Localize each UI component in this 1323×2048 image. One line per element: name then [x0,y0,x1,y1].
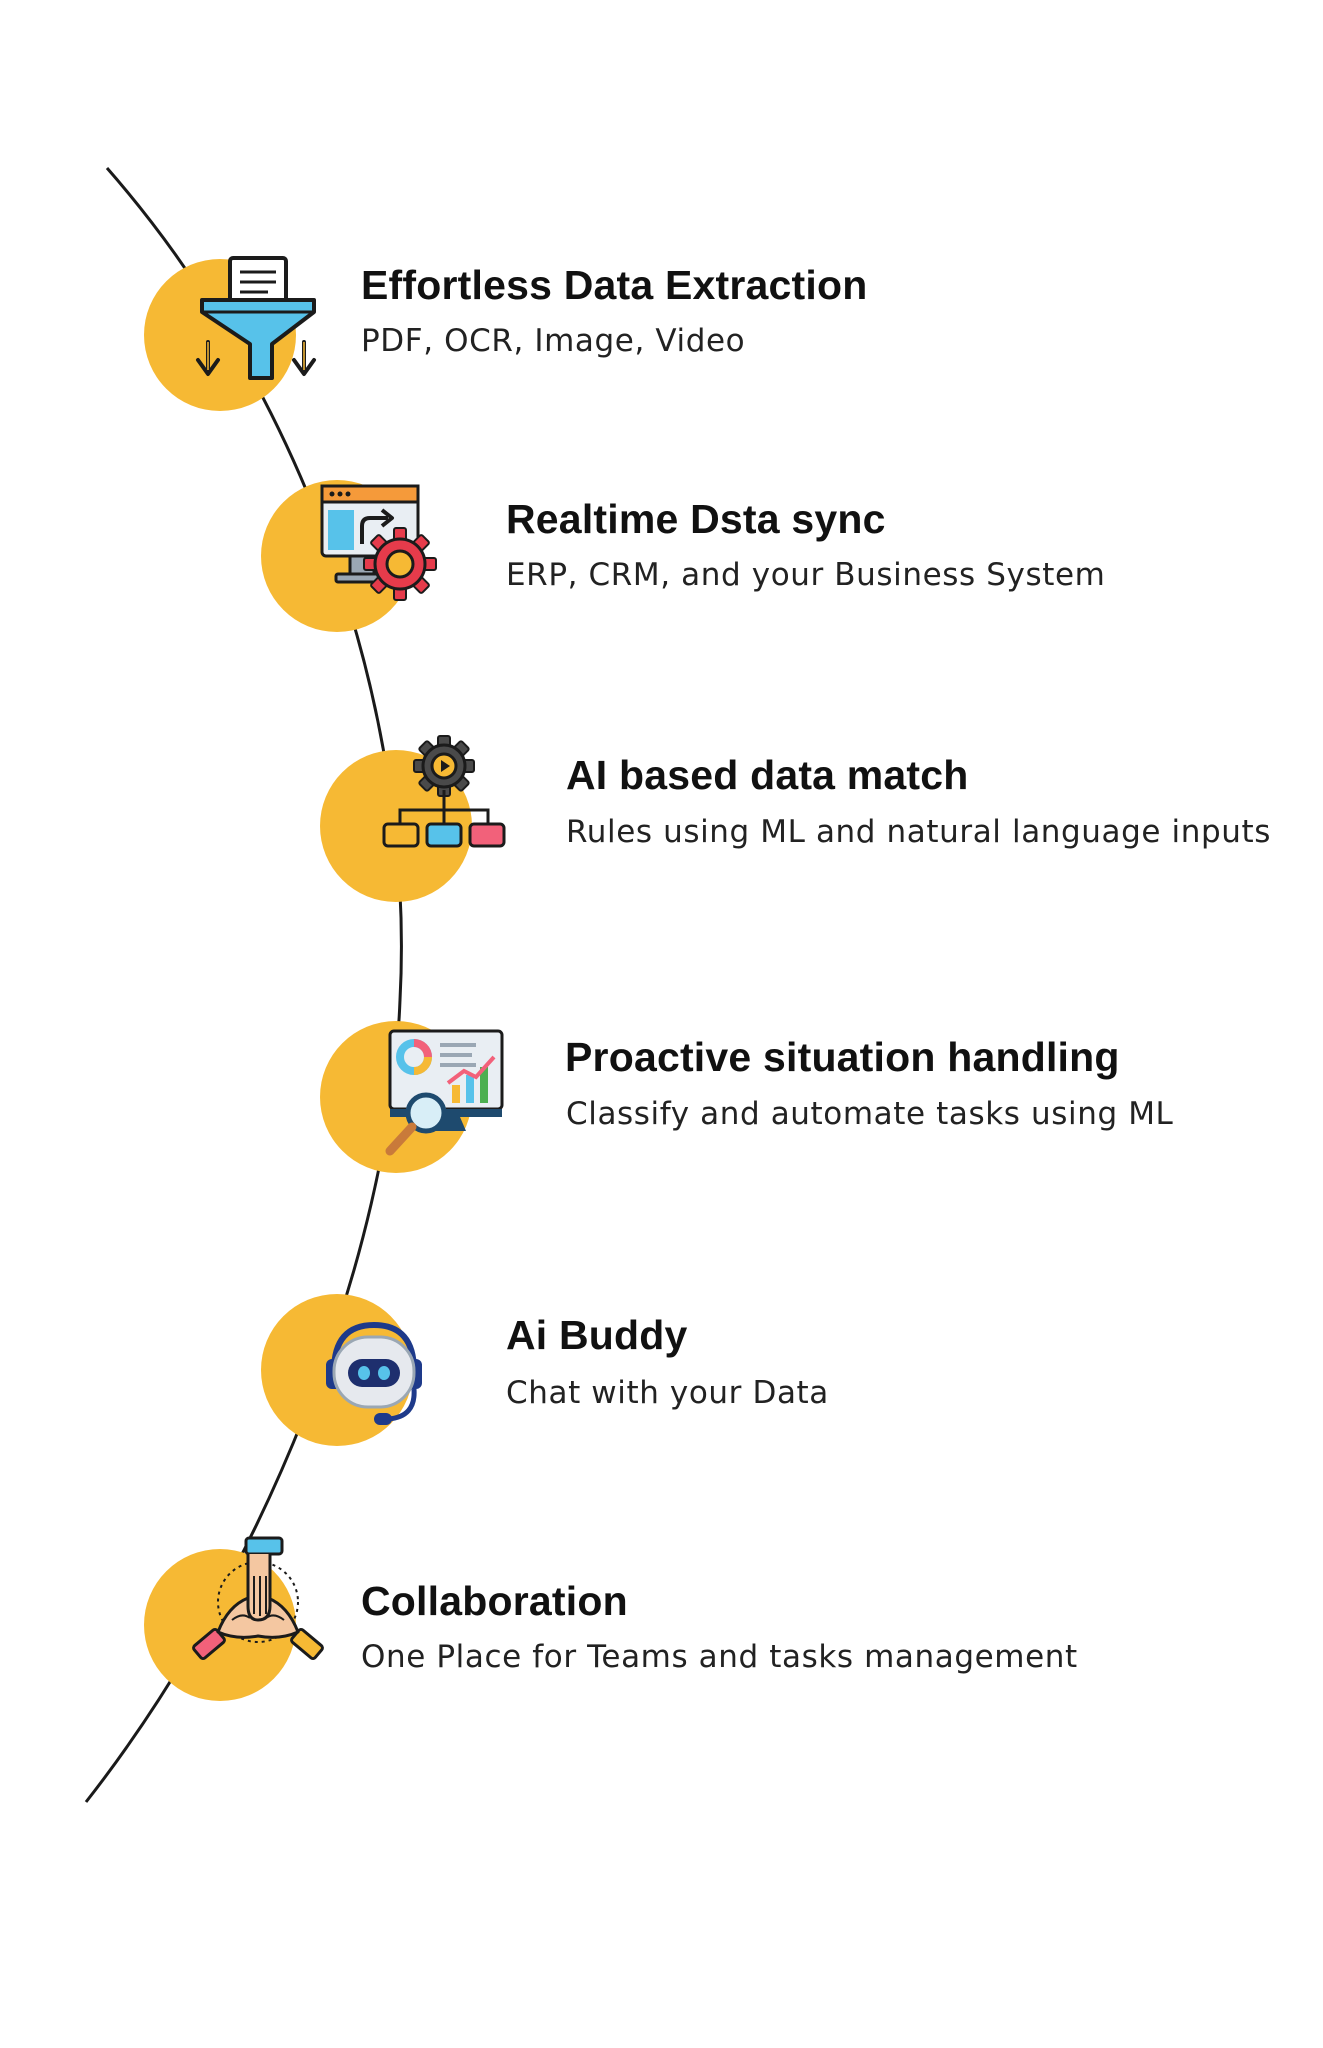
analytics-magnifier-icon [385,1029,504,1156]
feature-title: Ai Buddy [506,1312,688,1358]
feature-subtitle: Classify and automate tasks using ML [566,1096,1174,1132]
gear-hierarchy-icon [382,735,506,848]
feature-title: Effortless Data Extraction [361,262,868,308]
team-hands-icon [192,1536,324,1661]
feature-title: Collaboration [361,1578,628,1624]
feature-subtitle: PDF, OCR, Image, Video [361,323,746,359]
feature-title: AI based data match [566,752,969,798]
feature-subtitle: One Place for Teams and tasks management [361,1639,1078,1675]
funnel-filter-icon [196,256,316,380]
feature-title: Proactive situation handling [565,1034,1120,1080]
monitor-gear-sync-icon [320,484,437,601]
feature-subtitle: ERP, CRM, and your Business System [506,557,1106,593]
robot-headset-icon [326,1321,422,1425]
feature-title: Realtime Dsta sync [506,496,886,542]
feature-subtitle: Rules using ML and natural language inpu… [566,814,1272,850]
feature-subtitle: Chat with your Data [506,1375,829,1411]
